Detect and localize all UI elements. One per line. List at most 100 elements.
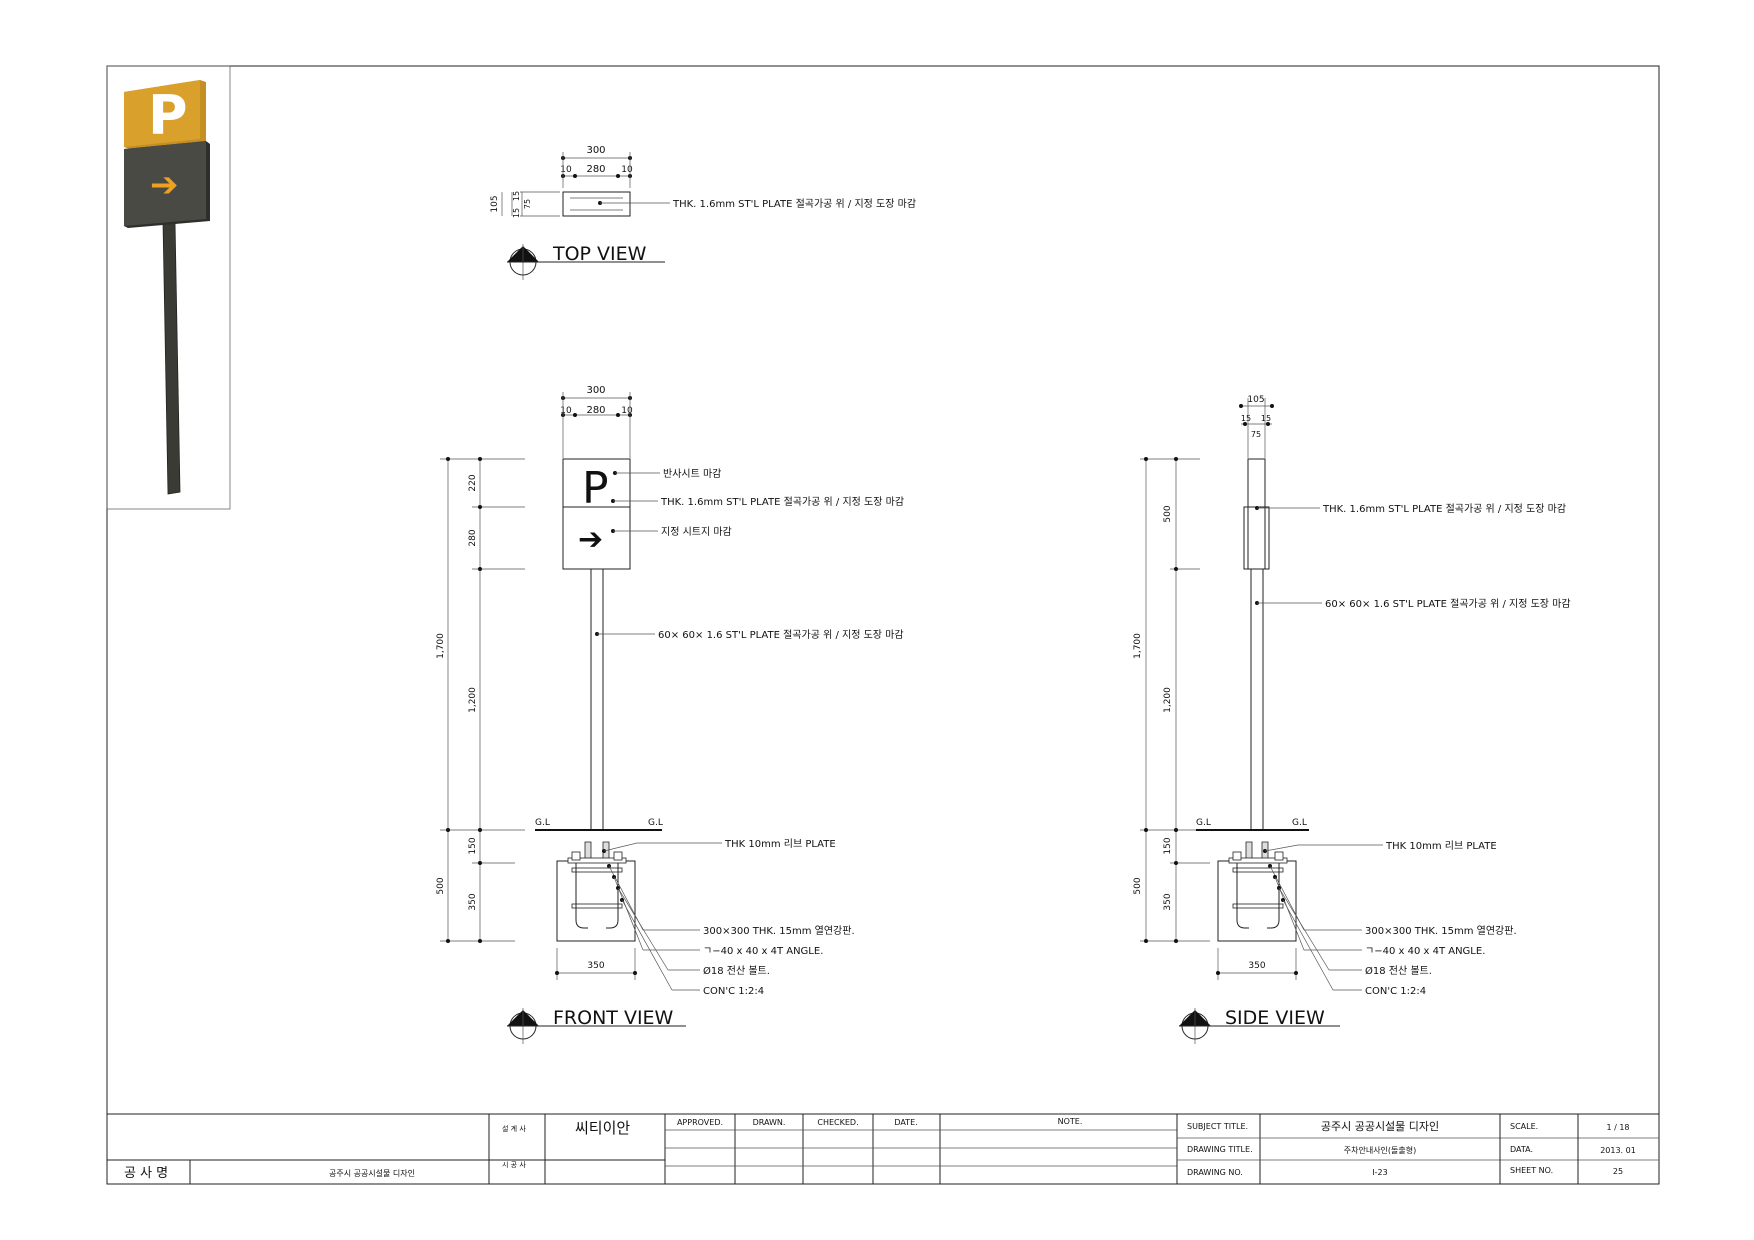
top-dim-15a: 15 (512, 191, 521, 201)
top-dim-10-left: 10 (560, 165, 572, 175)
front-gl-left: G.L (535, 818, 550, 828)
front-view-title-mark (507, 1008, 686, 1044)
front-pole (590, 568, 604, 831)
side-gl-left: G.L (1196, 818, 1211, 828)
front-conc-label: CON'C 1:2:4 (703, 986, 764, 997)
pole-3d (162, 221, 181, 495)
side-bolt-label: Ø18 전산 볼트. (1365, 965, 1432, 977)
side-baseplate-label: 300×300 THK. 15mm 열연강판. (1365, 925, 1517, 937)
front-sheet-label: 지정 시트지 마감 (661, 526, 732, 538)
data-label: DATA. (1510, 1145, 1533, 1154)
drawing-title-label: DRAWING TITLE. (1187, 1145, 1253, 1154)
drawn-label: DRAWN. (753, 1118, 786, 1127)
side-view-title: SIDE VIEW (1225, 1007, 1325, 1029)
side-view: 105 15 15 75 500 1,200 1,700 150 350 500… (1133, 395, 1571, 1044)
front-view: 300 10 280 10 P ➔ 220 280 1,200 1,700 15… (436, 385, 904, 1044)
project-name: 공주시 공공시설물 디자인 (329, 1168, 415, 1178)
project-label: 공 사 명 (124, 1166, 168, 1181)
front-rib-label: THK 10mm 리브 PLATE (724, 838, 836, 850)
side-pole-label: 60× 60× 1.6 ST'L PLATE 절곡가공 위 / 지정 도장 마감 (1325, 597, 1571, 610)
front-dim-base-350: 350 (587, 961, 604, 971)
note-label: NOTE. (1058, 1117, 1083, 1126)
front-bolt-label: Ø18 전산 볼트. (703, 965, 770, 977)
drawing-no: I-23 (1372, 1168, 1387, 1177)
front-p-letter: P (582, 463, 609, 514)
front-arrow-icon: ➔ (578, 522, 603, 557)
side-dim-350: 350 (1163, 893, 1173, 910)
side-dim-105: 105 (1247, 395, 1264, 405)
front-angle-label: ㄱ−40 x 40 x 4T ANGLE. (703, 946, 823, 957)
top-view-title-mark (507, 244, 665, 280)
front-dim-10-right: 10 (621, 406, 633, 416)
side-gl-right: G.L (1292, 818, 1307, 828)
side-dim-15a: 15 (1241, 414, 1251, 423)
top-dim-300: 300 (586, 145, 605, 156)
subject-label: SUBJECT TITLE. (1187, 1122, 1248, 1131)
side-dim-base-350: 350 (1248, 961, 1265, 971)
side-dim-500-top: 500 (1163, 505, 1173, 522)
drawing-no-label: DRAWING NO. (1187, 1168, 1243, 1177)
top-dim-10-right: 10 (621, 165, 633, 175)
data-value: 2013. 01 (1600, 1146, 1636, 1155)
p-letter-3d: P (148, 84, 188, 147)
side-dim-500: 500 (1133, 877, 1143, 894)
scale-label: SCALE. (1510, 1122, 1538, 1131)
panel-arrow-3d (124, 141, 206, 226)
front-gl-right: G.L (648, 818, 663, 828)
front-dim-280-v: 280 (468, 529, 478, 546)
sheet-no: 25 (1613, 1167, 1623, 1176)
top-dim-75: 75 (523, 199, 532, 209)
designer-label: 설 계 사 (502, 1124, 526, 1133)
front-dim-300: 300 (586, 385, 605, 396)
side-angle-label: ㄱ−40 x 40 x 4T ANGLE. (1365, 946, 1485, 957)
front-view-title: FRONT VIEW (553, 1007, 674, 1029)
front-dim-350: 350 (468, 893, 478, 910)
panel-p-3d (124, 80, 200, 147)
side-view-title-mark (1179, 1008, 1340, 1044)
front-dim-150: 150 (468, 837, 478, 854)
front-dim-500: 500 (436, 877, 446, 894)
front-plate-label: THK. 1.6mm ST'L PLATE 절곡가공 위 / 지정 도장 마감 (660, 495, 904, 508)
side-dim-1700: 1,700 (1133, 633, 1143, 659)
front-base-plate (567, 857, 627, 864)
front-dim-1700: 1,700 (436, 633, 446, 659)
arrow-icon-3d: ➔ (150, 165, 179, 205)
top-dim-280: 280 (586, 164, 605, 175)
front-baseplate-label: 300×300 THK. 15mm 열연강판. (703, 925, 855, 937)
side-dim-150: 150 (1163, 837, 1173, 854)
side-panel (1247, 458, 1266, 570)
top-dim-15b: 15 (512, 208, 521, 218)
subject-title: 공주시 공공시설물 디자인 (1321, 1120, 1439, 1133)
date-label: DATE. (894, 1118, 917, 1127)
illustration-frame (106, 65, 231, 510)
side-base-plate (1228, 857, 1288, 864)
approved-label: APPROVED. (677, 1118, 723, 1127)
front-dim-220: 220 (468, 474, 478, 491)
front-dim-1200: 1,200 (468, 687, 478, 713)
side-pole (1250, 568, 1264, 831)
front-pole-label: 60× 60× 1.6 ST'L PLATE 절곡가공 위 / 지정 도장 마감 (658, 628, 904, 641)
top-view: 300 10 280 10 105 15 15 75 THK. 1.6mm ST… (490, 145, 916, 280)
top-plate-label: THK. 1.6mm ST'L PLATE 절곡가공 위 / 지정 도장 마감 (672, 197, 916, 210)
top-dim-105: 105 (490, 195, 500, 212)
sheet-border (106, 65, 1660, 1185)
sign-3d-illustration: P ➔ (106, 65, 231, 510)
drawing-title: 주차안내사인(돌출형) (1344, 1145, 1416, 1155)
checked-label: CHECKED. (817, 1118, 858, 1127)
sheet-no-label: SHEET NO. (1510, 1166, 1553, 1175)
title-block: 설 계 사 씨티이안 시 공 사 공 사 명 공주시 공공시설물 디자인 APP… (107, 1113, 1659, 1184)
side-dim-15b: 15 (1261, 414, 1271, 423)
side-dim-75: 75 (1251, 430, 1261, 439)
side-rib-label: THK 10mm 리브 PLATE (1385, 840, 1497, 852)
side-dim-1200: 1,200 (1163, 687, 1173, 713)
front-reflective-label: 반사시트 마감 (663, 468, 721, 480)
scale-value: 1 / 18 (1606, 1123, 1629, 1132)
designer-name: 씨티이안 (575, 1119, 630, 1137)
side-plate-label: THK. 1.6mm ST'L PLATE 절곡가공 위 / 지정 도장 마감 (1322, 502, 1566, 515)
top-plan-outline (562, 191, 631, 217)
builder-label: 시 공 사 (502, 1160, 526, 1169)
front-dim-280: 280 (586, 405, 605, 416)
front-dim-10-left: 10 (560, 406, 572, 416)
side-conc-label: CON'C 1:2:4 (1365, 986, 1426, 997)
